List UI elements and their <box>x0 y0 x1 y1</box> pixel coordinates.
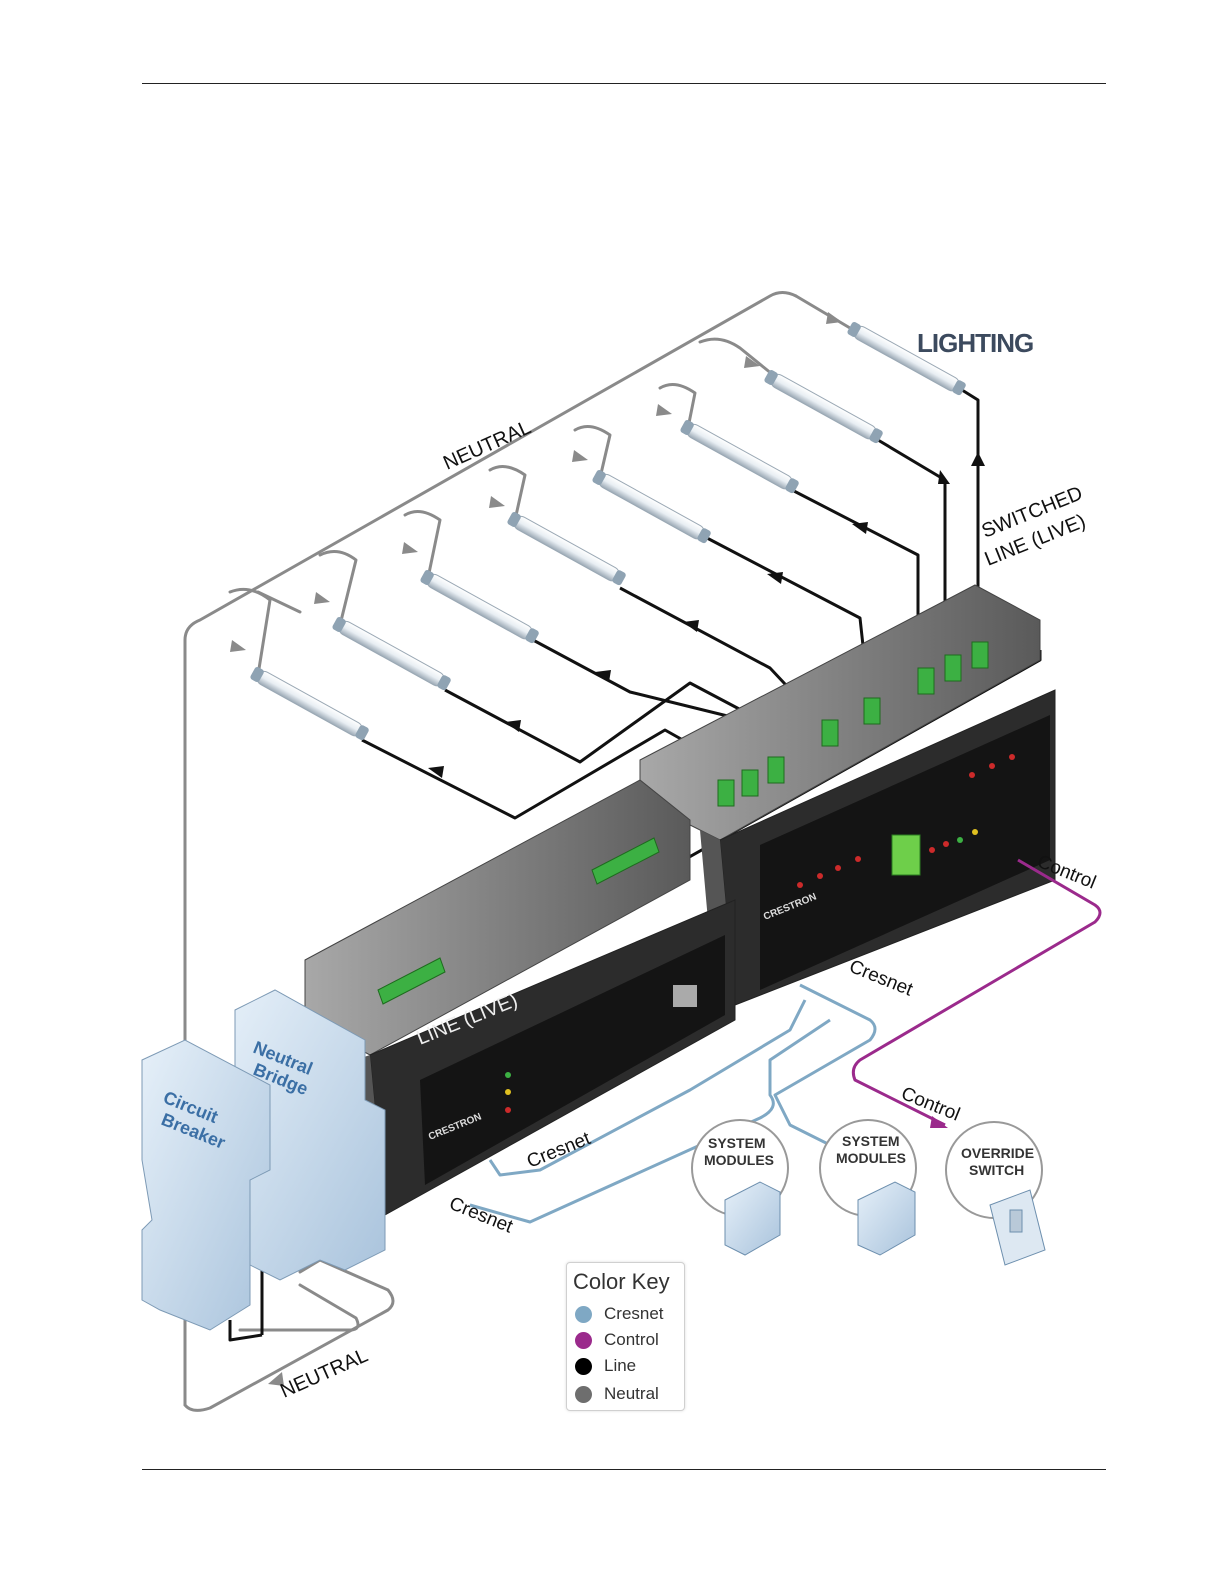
color-key-title: Color Key <box>573 1269 670 1295</box>
label-override-1: OVERRIDE <box>961 1145 1034 1161</box>
label-system-b-1: SYSTEM <box>842 1133 900 1149</box>
key-label: Line <box>604 1356 636 1376</box>
neutral-swatch <box>575 1386 592 1403</box>
override-switch <box>946 1122 1045 1265</box>
label-neutral-top: NEUTRAL <box>440 416 534 474</box>
label-system-a-2: MODULES <box>704 1152 774 1168</box>
label-system-b-2: MODULES <box>836 1150 906 1166</box>
key-item-cresnet: Cresnet <box>575 1303 664 1325</box>
label-neutral-bottom: NEUTRAL <box>277 1344 371 1402</box>
label-override-2: SWITCH <box>969 1162 1024 1178</box>
cresnet-swatch <box>575 1306 592 1323</box>
key-label: Control <box>604 1330 659 1350</box>
label-lighting: LIGHTING <box>917 328 1033 358</box>
label-cresnet-bottom: Cresnet <box>446 1193 516 1238</box>
line-swatch <box>575 1358 592 1375</box>
key-item-control: Control <box>575 1329 659 1351</box>
label-system-a-1: SYSTEM <box>708 1135 766 1151</box>
key-label: Neutral <box>604 1384 659 1404</box>
control-swatch <box>575 1332 592 1349</box>
color-key: Color Key Cresnet Control Line Neutral <box>566 1262 685 1411</box>
label-cresnet-mid: Cresnet <box>524 1128 594 1173</box>
key-item-neutral: Neutral <box>575 1383 659 1405</box>
key-label: Cresnet <box>604 1304 664 1324</box>
label-cresnet-right: Cresnet <box>846 956 916 1001</box>
key-item-line: Line <box>575 1355 636 1377</box>
